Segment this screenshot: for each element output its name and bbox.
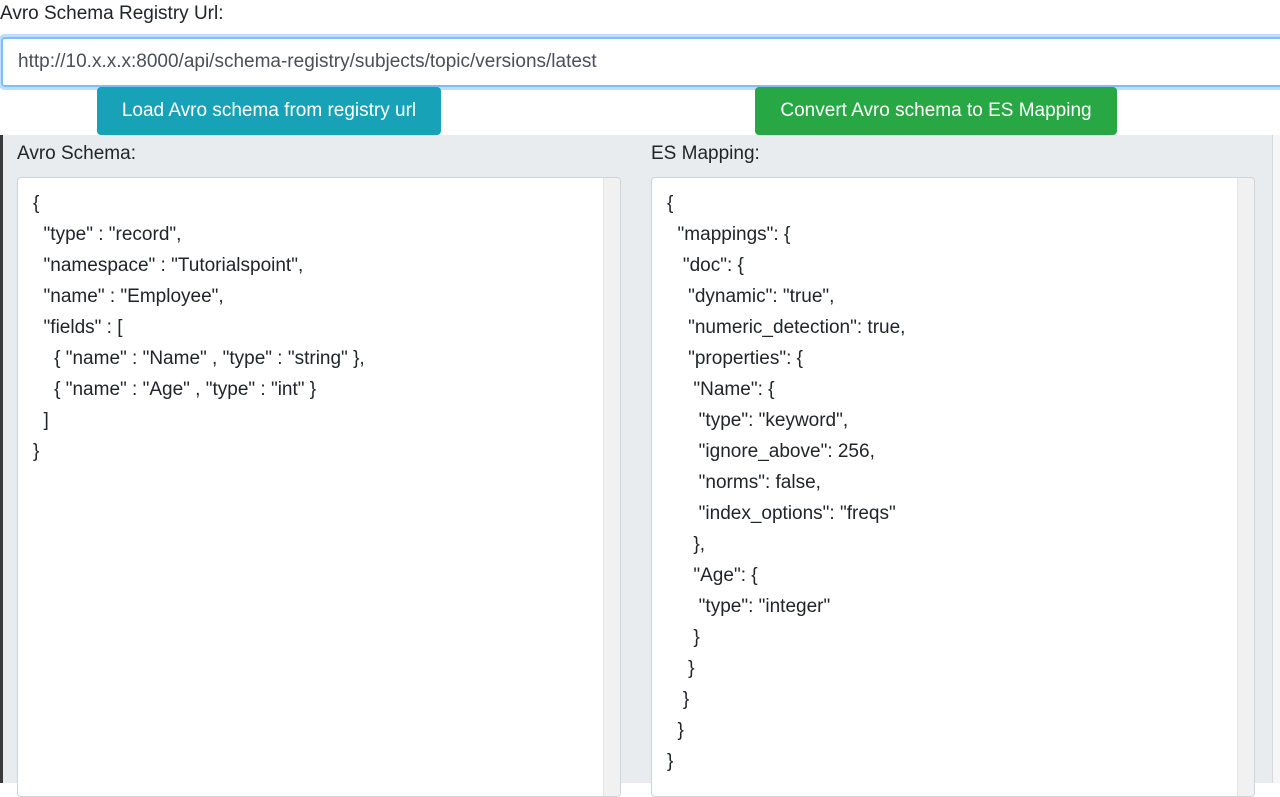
avro-schema-label: Avro Schema: [17, 143, 136, 164]
avro-schema-textarea[interactable]: { "type" : "record", "namespace" : "Tuto… [17, 177, 621, 797]
code-line: } [33, 441, 40, 462]
code-line: "type": "keyword", [667, 410, 849, 431]
code-line: { [33, 193, 40, 214]
avro-schema-code: { "type" : "record", "namespace" : "Tuto… [33, 188, 365, 467]
code-line: "norms": false, [667, 472, 821, 493]
code-line: "Age": { [667, 565, 758, 586]
code-line: "type" : "record", [33, 224, 182, 245]
code-line: } [667, 658, 695, 679]
load-avro-schema-button[interactable]: Load Avro schema from registry url [97, 87, 441, 135]
code-line: { "name" : "Name" , "type" : "string" }, [33, 348, 365, 369]
convert-to-es-mapping-button[interactable]: Convert Avro schema to ES Mapping [755, 87, 1117, 135]
code-line: "index_options": "freqs" [667, 503, 896, 524]
code-line: { [667, 193, 674, 214]
code-line: } [667, 751, 674, 772]
code-line: "namespace" : "Tutorialspoint", [33, 255, 304, 276]
code-line: ] [33, 410, 49, 431]
code-line: { "name" : "Age" , "type" : "int" } [33, 379, 317, 400]
code-line: "numeric_detection": true, [667, 317, 906, 338]
code-line: "ignore_above": 256, [667, 441, 875, 462]
code-line: "fields" : [ [33, 317, 123, 338]
es-mapping-code: { "mappings": { "doc": { "dynamic": "tru… [667, 188, 905, 777]
avro-textarea-scrollbar[interactable] [603, 178, 620, 796]
code-line: "type": "integer" [667, 596, 831, 617]
code-line: } [667, 627, 700, 648]
page-scrollbar[interactable] [1272, 135, 1280, 783]
code-line: "mappings": { [667, 224, 791, 245]
es-mapping-textarea[interactable]: { "mappings": { "doc": { "dynamic": "tru… [651, 177, 1255, 797]
es-textarea-scrollbar[interactable] [1237, 178, 1254, 796]
registry-url-input[interactable] [1, 37, 1280, 87]
left-edge-divider [0, 135, 3, 783]
code-line: }, [667, 534, 706, 555]
registry-url-label: Avro Schema Registry Url: [0, 3, 224, 24]
code-line: "doc": { [667, 255, 744, 276]
code-line: "name" : "Employee", [33, 286, 224, 307]
code-line: } [667, 689, 690, 710]
code-line: "dynamic": "true", [667, 286, 835, 307]
code-line: "properties": { [667, 348, 803, 369]
code-line: "Name": { [667, 379, 775, 400]
es-mapping-label: ES Mapping: [651, 143, 760, 164]
code-line: } [667, 720, 684, 741]
